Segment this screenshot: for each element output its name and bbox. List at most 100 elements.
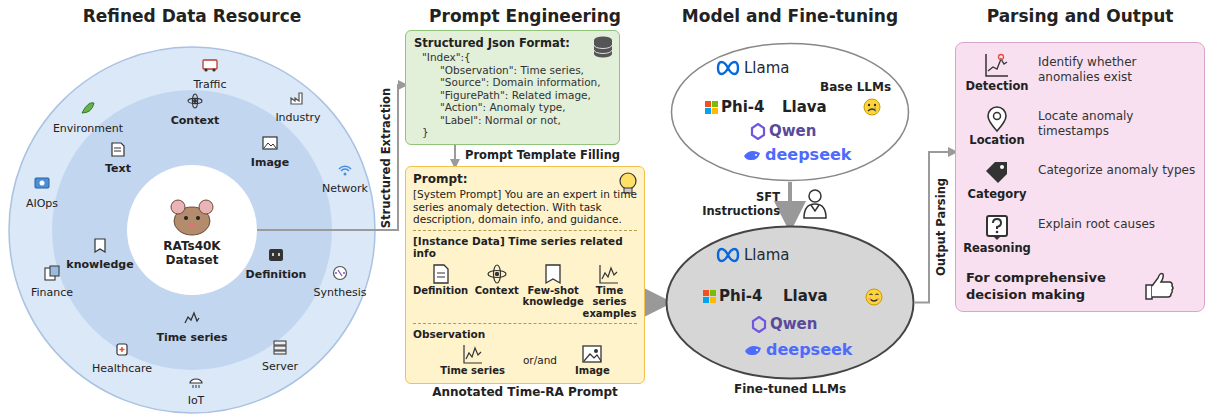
category-label: Healthcare: [92, 362, 152, 375]
ellipse-tag: Base LLMs: [820, 80, 891, 94]
model-row: deepseek: [742, 146, 851, 164]
icon-caption: Time series: [440, 365, 505, 378]
model-name: Qwen: [769, 122, 816, 140]
edge-label: SFT Instructions: [700, 190, 780, 218]
output-row: LocationLocate anomaly timestamps: [962, 105, 1196, 147]
icon-cell: Image: [575, 343, 610, 378]
model-row: Phi-4: [705, 98, 764, 116]
category-label: Synthesis: [313, 286, 366, 299]
category-label: AIOps: [26, 197, 58, 210]
model-row: Qwen: [751, 315, 817, 333]
instance-heading: [Instance Data] Time series related info: [413, 235, 637, 260]
task-name: Category: [968, 187, 1027, 201]
mouse-illustration: [162, 193, 222, 237]
icon-cell: Time series: [440, 343, 505, 378]
category-icon: [201, 57, 219, 73]
icon-cell: Definition: [413, 263, 468, 320]
category-label: Text: [105, 162, 131, 175]
json-line: }: [414, 126, 611, 139]
prompt-box: Prompt:[System Prompt] You are an expert…: [405, 166, 645, 384]
box-caption: Annotated Time-RA Prompt: [386, 386, 664, 399]
icon-caption: Image: [575, 365, 610, 378]
category-icon: [79, 101, 97, 117]
icon-caption: Few-shot knowledge: [523, 285, 584, 308]
model-row: deepseek: [743, 341, 852, 359]
icon-caption: Definition: [413, 285, 468, 297]
dashed-divider: [413, 230, 637, 231]
category-label: knowledge: [66, 258, 133, 271]
connector-word: or/and: [523, 354, 557, 367]
flow-arrow: [915, 152, 955, 303]
task-description: Identify whether anomalies exist: [1032, 51, 1196, 85]
database-icon: [592, 35, 614, 59]
observation-heading: Observation: [413, 328, 637, 341]
output-icon-cell: Location: [962, 105, 1032, 147]
icon-cell: Context: [469, 263, 524, 320]
task-name: Detection: [966, 79, 1029, 93]
dashed-divider: [413, 323, 637, 324]
json-line: "Source": Domain information,: [414, 76, 611, 89]
timeseries-icon: [462, 343, 484, 365]
model-logo: [715, 245, 741, 265]
output-box: DetectionIdentify whether anomalies exis…: [955, 42, 1205, 312]
model-name: Llama: [744, 246, 790, 264]
category-icon: [336, 161, 354, 177]
output-icon: [983, 51, 1011, 79]
json-line: "FigurePath": Related image,: [414, 89, 611, 102]
icon-cell: Few-shot knowledge: [526, 263, 581, 320]
category-icon: [267, 247, 285, 263]
category-icon: [113, 341, 131, 357]
category-label: Image: [251, 156, 289, 169]
output-icon: [983, 105, 1011, 133]
model-logo: [705, 101, 718, 114]
category-icon: [109, 141, 127, 157]
category-icon: [183, 310, 201, 326]
json-box: Structured Json Format:"Index":{"Observa…: [405, 30, 620, 145]
task-name: Reasoning: [963, 241, 1031, 255]
category-label: Traffic: [193, 78, 226, 91]
box-heading: Structured Json Format:: [414, 36, 611, 51]
prompt-icon: [486, 263, 508, 285]
output-icon-cell: Detection: [962, 51, 1032, 93]
prompt-icon: [598, 263, 620, 285]
model-logo: [750, 123, 766, 140]
output-icon: [983, 213, 1011, 241]
model-row: Qwen: [750, 122, 816, 140]
category-icon: [289, 90, 307, 106]
prompt-icon: [430, 263, 452, 285]
model-row: Phi-4: [703, 287, 762, 305]
json-line: "Label": Normal or not,: [414, 114, 611, 127]
section-title: Parsing and Output: [987, 6, 1174, 26]
icon-caption: Context: [475, 285, 519, 297]
json-line: "Observation": Time series,: [414, 64, 611, 77]
model-logo: [743, 342, 763, 358]
model-logo: [715, 58, 741, 78]
model-row: Llava: [783, 287, 828, 305]
model-logo: [751, 316, 767, 333]
output-row: DetectionIdentify whether anomalies exis…: [962, 51, 1196, 93]
output-icon-cell: Category: [962, 159, 1032, 201]
image-icon: [581, 343, 603, 365]
task-name: Location: [969, 133, 1024, 147]
prompt-icon: [542, 263, 564, 285]
icon-row: Time series or/andImage: [413, 343, 637, 378]
output-icon: [983, 159, 1011, 187]
category-label: IoT: [188, 394, 205, 407]
icon-caption: Time series examples: [582, 285, 637, 320]
model-name: Phi-4: [721, 98, 764, 116]
icon-row: Definition Context Few-shot knowledgeTime …: [413, 263, 637, 320]
category-label: Time series: [156, 331, 227, 344]
output-icon-cell: Reasoning: [962, 213, 1032, 255]
model-name: Llava: [782, 98, 827, 116]
json-line: "Action": Anomaly type,: [414, 101, 611, 114]
dataset-name: RATs40K Dataset: [144, 239, 240, 267]
finetuned-llm-ellipse: LlamaPhi-4LlavaQwendeepseekFine-tuned LL…: [665, 225, 915, 380]
category-icon: [261, 135, 279, 151]
model-name: Llama: [744, 59, 790, 77]
model-logo: [742, 147, 762, 163]
model-name: Llava: [783, 287, 828, 305]
flow-arrow: [645, 301, 665, 305]
model-name: deepseek: [766, 341, 852, 359]
category-label: Finance: [31, 286, 73, 299]
person-icon: [804, 190, 826, 218]
